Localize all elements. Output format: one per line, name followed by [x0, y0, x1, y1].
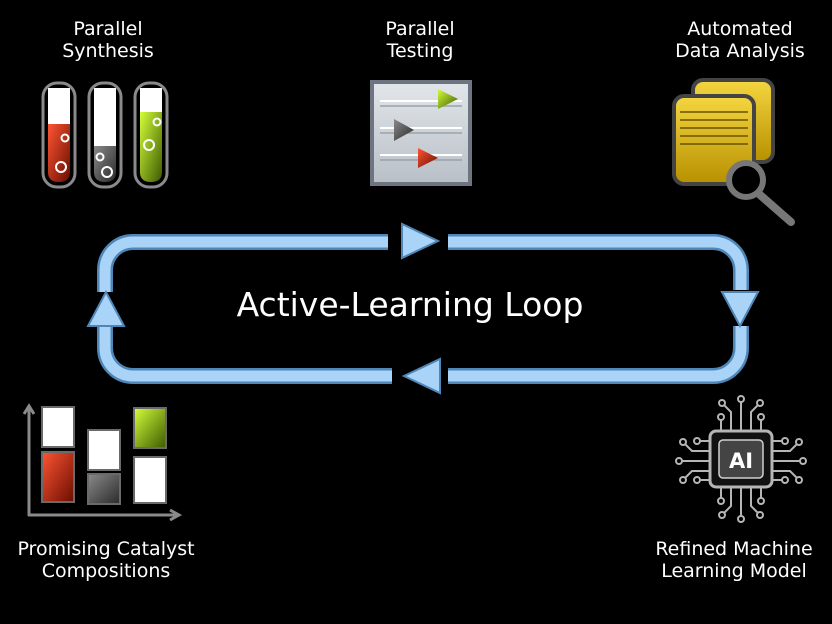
catalyst-compositions-icon: [22, 403, 183, 522]
stage-label-line: Compositions: [41, 560, 171, 582]
ai-chip-pin-ends: [675, 395, 807, 523]
stage-label-line: Data Analysis: [675, 40, 805, 62]
stage-label-line: Automated: [687, 18, 793, 40]
ai-chip-core: [718, 439, 764, 479]
stage-label-line: Parallel: [385, 18, 455, 40]
stage-label-line: Refined Machine: [655, 538, 813, 560]
test-tubes-icon: [41, 81, 169, 189]
magnifier-icon: [726, 160, 795, 226]
loop-arrow-up-icon: [86, 289, 126, 327]
loop-arrow-left-icon: [401, 357, 441, 395]
loop-arrow-right-icon: [401, 222, 441, 260]
ai-chip-icon: [682, 402, 800, 516]
loop-arrow-down-icon: [720, 291, 760, 329]
stage-label-testing: Parallel Testing: [352, 18, 488, 62]
stage-label-synthesis: Parallel Synthesis: [40, 18, 176, 62]
stage-label-line: Learning Model: [661, 560, 807, 582]
stage-label-catalyst: Promising Catalyst Compositions: [0, 538, 212, 582]
stage-label-line: Testing: [386, 40, 454, 62]
parallel-testing-icon: [370, 80, 472, 186]
ai-chip-text: AI: [729, 449, 753, 473]
stage-label-analysis: Automated Data Analysis: [640, 18, 832, 62]
stage-label-line: Synthesis: [62, 40, 154, 62]
stage-label-ml: Refined Machine Learning Model: [634, 538, 832, 582]
stage-label-line: Promising Catalyst: [17, 538, 195, 560]
data-analysis-icon: [672, 78, 775, 186]
stage-label-line: Parallel: [73, 18, 143, 40]
loop-title: Active-Learning Loop: [236, 285, 584, 324]
